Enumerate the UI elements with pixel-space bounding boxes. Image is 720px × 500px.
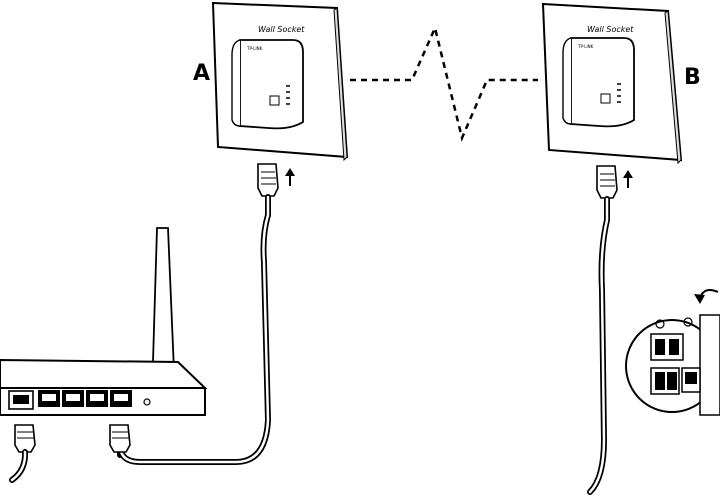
adapter-a-label: A: [193, 61, 210, 86]
router-lan-port-2: [62, 390, 84, 407]
ethernet-cable-a: [117, 194, 272, 465]
router-lan-port-3: [86, 390, 108, 407]
ethernet-plug-a: [257, 163, 279, 197]
powerline-adapter-a: TP-LINK: [231, 39, 304, 130]
router-reset-button: [143, 398, 151, 406]
adapter-a-brand: TP-LINK: [246, 46, 263, 51]
powerline-link: [350, 24, 538, 142]
ethernet-plug-b: [596, 165, 618, 199]
arrow-up-a-icon: [285, 168, 295, 186]
wall-socket-b-label: Wall Socket: [587, 25, 634, 34]
computer-ports-zoom: [625, 314, 720, 416]
router-lan-port-4: [110, 390, 132, 407]
adapter-b-label: B: [684, 65, 701, 90]
router-wan-port: [8, 390, 34, 410]
usb-ports-lower: [650, 367, 680, 395]
computer-ethernet-port: [681, 367, 701, 393]
ethernet-plug-router-right: [109, 424, 131, 453]
router-lan-port-1: [38, 390, 60, 407]
usb-ports-upper: [650, 333, 684, 361]
wall-socket-a-label: Wall Socket: [258, 25, 305, 34]
arrow-up-b-icon: [623, 170, 633, 188]
adapter-b-brand: TP-LINK: [577, 44, 594, 49]
powerline-adapter-b: TP-LINK: [562, 37, 635, 128]
ethernet-plug-router-left: [9, 424, 36, 483]
router: [0, 227, 208, 416]
